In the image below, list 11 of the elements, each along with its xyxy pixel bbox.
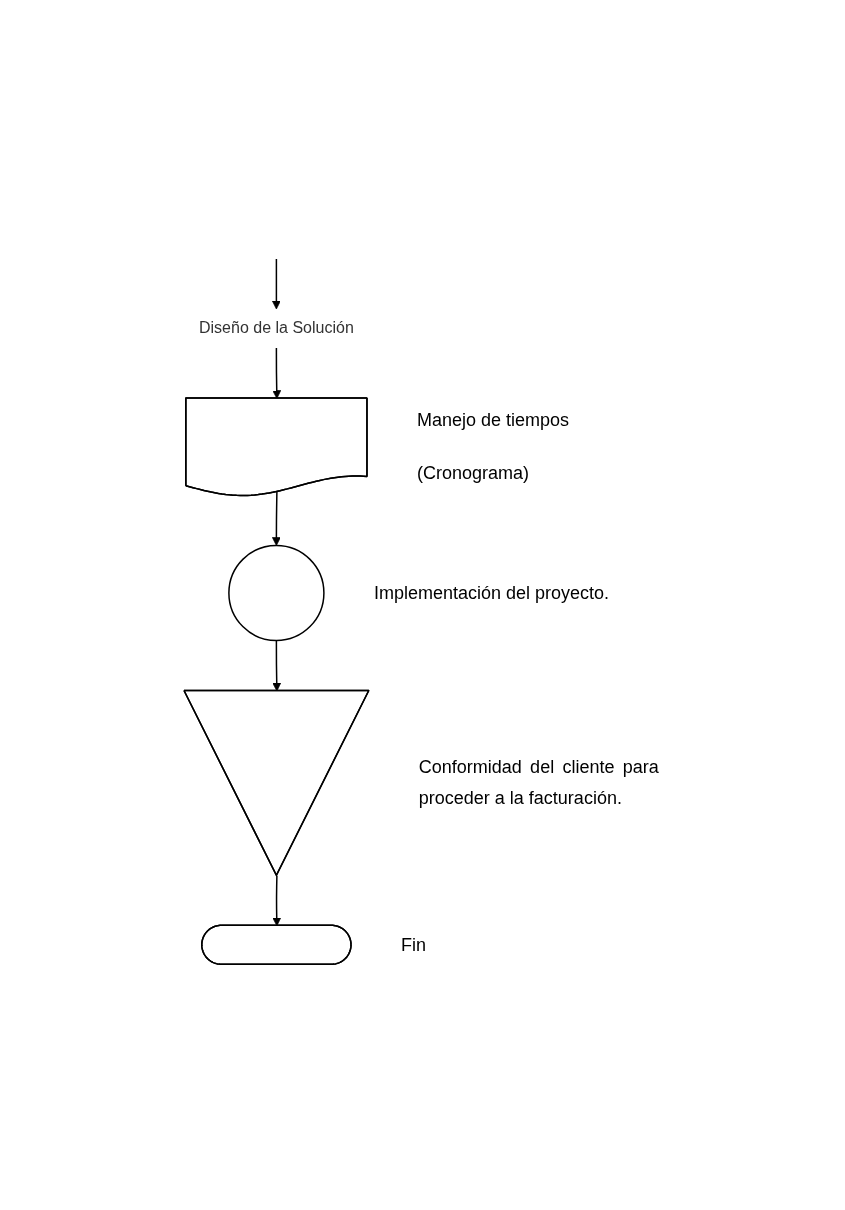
arrow <box>272 258 281 310</box>
step-description: Manejo de tiempos <box>417 409 571 433</box>
node-text: Diseño de la Solución <box>199 319 354 337</box>
arrow <box>272 875 282 927</box>
arrow <box>272 491 281 547</box>
arrow <box>272 640 282 692</box>
step-description: (Cronograma) <box>417 462 531 486</box>
step-description: Fin <box>401 933 428 957</box>
step-description: Conformidad del cliente para proceder a la facturación. <box>418 756 659 811</box>
step-description: Implementación del proyecto. <box>374 582 611 606</box>
node-circle <box>228 545 325 642</box>
